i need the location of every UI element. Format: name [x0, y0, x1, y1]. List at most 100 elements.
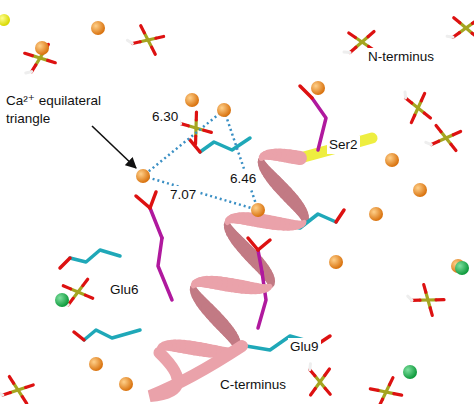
ribbon-segment — [225, 222, 230, 224]
yellow-ion — [0, 14, 10, 26]
oxygen-stick — [411, 115, 414, 122]
oxygen-stick — [190, 140, 200, 152]
phosphate — [447, 18, 474, 39]
callout-label: Ca²⁺ equilateral triangle — [4, 92, 120, 127]
phosphate — [370, 378, 401, 404]
side-chain-stick — [272, 214, 336, 228]
calcium-ion — [185, 93, 199, 107]
glu6-stick — [150, 208, 162, 238]
residue-label: Glu9 — [288, 338, 321, 356]
hydrogen-stick — [404, 92, 408, 98]
sodium-ion — [403, 365, 417, 379]
oxygen-stick — [336, 210, 344, 222]
distance-label: 6.46 — [228, 170, 258, 188]
oxygen-stick — [430, 308, 432, 316]
oxygen-stick — [22, 397, 26, 404]
oxygen-stick — [152, 47, 156, 54]
oxygen-stick — [473, 19, 474, 24]
hydrogen-stick — [26, 72, 32, 73]
calcium-ion — [217, 103, 231, 117]
oxygen-stick — [370, 389, 378, 391]
ribbon-segment — [259, 157, 265, 158]
phosphate — [310, 364, 330, 395]
oxygen-stick — [141, 26, 145, 33]
side-chains — [60, 86, 344, 350]
oxygen-stick — [204, 130, 212, 132]
oxygen-stick — [389, 378, 392, 385]
calcium-ion — [385, 153, 399, 167]
oxygen-stick — [74, 332, 84, 340]
oxygen-stick — [349, 33, 356, 38]
phosphate — [408, 285, 444, 316]
oxygen-stick — [63, 286, 70, 289]
side-chain-stick — [70, 250, 120, 262]
calcium-ion — [369, 207, 383, 221]
phosphate — [426, 125, 461, 150]
oxygen-stick — [325, 369, 330, 375]
residue-label: Ser2 — [327, 136, 360, 154]
calcium-ion — [311, 81, 325, 95]
calcium-ion — [413, 183, 427, 197]
oxygen-stick — [368, 31, 374, 36]
oxygen-stick — [311, 388, 316, 394]
calcium-ion — [329, 255, 343, 269]
phosphate — [127, 26, 163, 55]
oxygen-stick — [258, 240, 270, 250]
phosphate — [178, 112, 212, 144]
oxygen-stick — [83, 279, 88, 285]
leader-arrow — [92, 126, 136, 168]
glu9-stick — [258, 250, 262, 272]
oxygen-stick — [394, 394, 402, 396]
side-chain-stick — [200, 138, 250, 152]
helix-ribbon-front — [150, 155, 304, 396]
terminus-label: N-terminus — [366, 48, 436, 66]
distance-label: 7.07 — [168, 186, 198, 204]
oxygen-stick — [25, 53, 33, 55]
terminus-label: C-terminus — [218, 376, 288, 394]
helix-ribbon-back — [159, 138, 372, 353]
oxygen-stick — [300, 86, 312, 98]
residue-label: Glu6 — [108, 281, 141, 299]
oxygen-stick — [156, 36, 164, 38]
sodium-ion — [455, 261, 469, 275]
hydrogen-stick — [447, 36, 453, 37]
oxygen-stick — [150, 192, 156, 208]
oxygen-stick — [85, 295, 92, 298]
oxygen-stick — [325, 388, 330, 394]
hydrogen-stick — [426, 142, 432, 144]
calcium-ion — [119, 377, 133, 391]
hydrogen-stick — [308, 364, 312, 370]
oxygen-stick — [195, 112, 198, 120]
calcium-ion — [91, 21, 105, 35]
oxygen-stick — [48, 60, 56, 62]
oxygen-stick — [436, 298, 444, 301]
calcium-ion — [35, 41, 49, 55]
calcium-ion — [89, 357, 103, 371]
oxygen-stick — [454, 18, 460, 23]
hydrogen-stick — [344, 51, 350, 54]
glu9-stick — [258, 272, 266, 328]
oxygen-stick — [9, 377, 13, 384]
hydrogen-stick — [0, 392, 3, 395]
dotted-distance — [224, 110, 258, 210]
calcium-ion — [136, 169, 150, 183]
ribbon-segment — [191, 285, 196, 287]
oxygen-stick — [472, 33, 474, 38]
oxygen-stick — [379, 399, 382, 404]
oxygen-stick — [248, 238, 258, 250]
ser2-stick — [312, 98, 326, 150]
oxygen-stick — [26, 385, 34, 388]
glu6-stick — [158, 238, 172, 300]
oxygen-stick — [424, 113, 430, 118]
oxygen-stick — [60, 258, 70, 268]
oxygen-stick — [136, 196, 150, 208]
oxygen-stick — [453, 131, 460, 134]
phosphate — [405, 92, 430, 123]
sodium-ion — [55, 293, 69, 307]
phosphate-groups — [0, 18, 474, 404]
side-chain-stick — [84, 330, 140, 340]
distance-label: 6.30 — [150, 108, 180, 126]
hydrogen-stick — [127, 40, 132, 43]
oxygen-stick — [436, 125, 441, 131]
